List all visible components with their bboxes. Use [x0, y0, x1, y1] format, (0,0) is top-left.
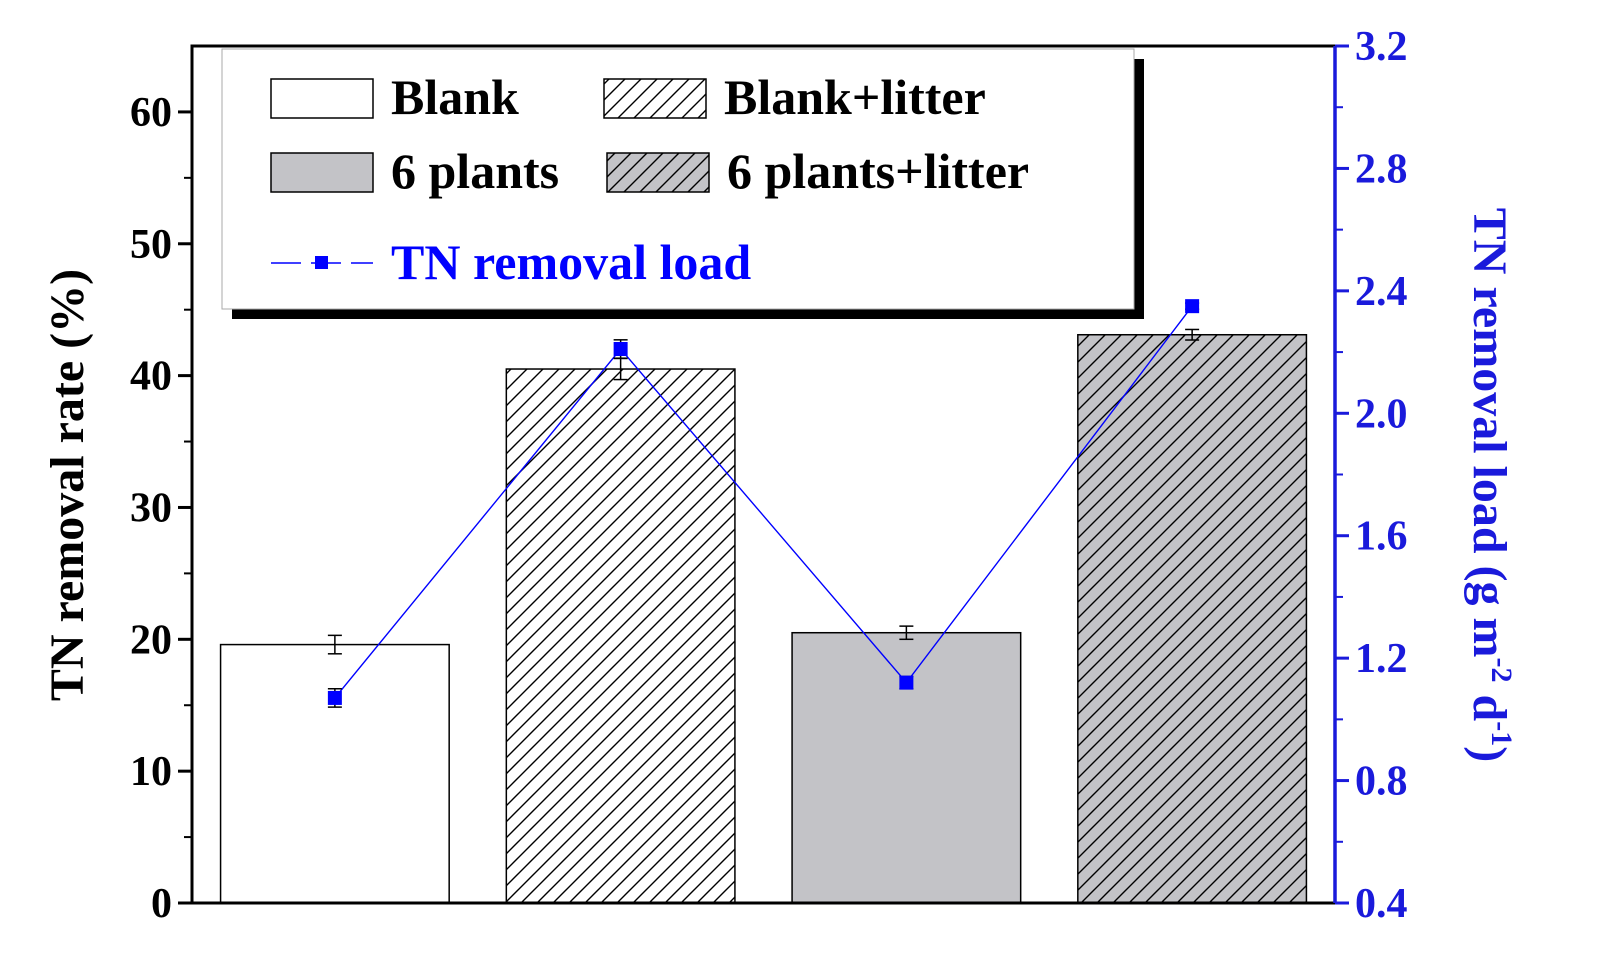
legend-swatch-blank-litter	[603, 78, 707, 119]
left-tick-label-6: 60	[130, 90, 172, 136]
right-tick-label-1: 0.8	[1355, 759, 1408, 805]
left-tick-label-5: 50	[130, 222, 172, 268]
left-tick-label-0: 0	[151, 881, 172, 927]
legend-marker-sample	[315, 256, 328, 269]
bar-error-bars	[327, 328, 1200, 655]
load-point-2	[899, 675, 914, 690]
legend-label-6-plants: 6 plants	[391, 143, 559, 199]
y-right-title-end: )	[1463, 746, 1516, 762]
y-right-title-mid: d	[1463, 683, 1516, 722]
y-right-title-sup2: -1	[1485, 721, 1518, 746]
right-tick-label-2: 1.2	[1355, 636, 1408, 682]
y-right-title-main: TN removal load (g m	[1463, 208, 1516, 658]
legend: Blank Blank+litter 6 plants 6 plants+lit…	[221, 48, 1144, 319]
bar-3	[1077, 333, 1308, 904]
right-tick-label-5: 2.4	[1355, 269, 1408, 315]
legend-label-6-plants-litter: 6 plants+litter	[727, 143, 1029, 199]
legend-swatch-6-plants	[270, 152, 374, 193]
bar-0	[219, 643, 450, 904]
legend-swatch-blank	[270, 78, 374, 119]
load-line-layer	[327, 299, 1200, 708]
load-line	[334, 305, 1193, 699]
right-axis-ticks: 0.4 0.8 1.2 1.6 2.0 2.4 2.8 3.2	[1335, 24, 1408, 927]
bars-layer	[219, 333, 1308, 904]
bar-2	[791, 631, 1022, 904]
legend-label-blank: Blank	[391, 69, 519, 125]
left-tick-label-3: 30	[130, 485, 172, 531]
legend-label-blank-litter: Blank+litter	[724, 69, 986, 125]
left-tick-label-2: 20	[130, 617, 172, 663]
load-point-1	[613, 342, 628, 357]
y-right-axis-title: TN removal load (g m-2 d-1)	[1463, 208, 1518, 762]
right-tick-label-3: 1.6	[1355, 514, 1408, 560]
legend-label-tn-removal-load: TN removal load	[391, 234, 751, 290]
right-tick-label-0: 0.4	[1355, 881, 1408, 927]
legend-swatch-6-plants-litter	[606, 152, 710, 193]
right-tick-label-4: 2.0	[1355, 391, 1408, 437]
left-axis-ticks: 0 10 20 30 40 50 60	[130, 90, 192, 927]
load-point-3	[1185, 299, 1200, 314]
load-point-0	[327, 690, 342, 705]
bar-1	[505, 368, 736, 904]
y-right-title-sup1: -2	[1485, 658, 1518, 683]
right-tick-label-7: 3.2	[1355, 24, 1408, 70]
right-tick-label-6: 2.8	[1355, 146, 1408, 192]
left-tick-label-1: 10	[130, 749, 172, 795]
left-tick-label-4: 40	[130, 354, 172, 400]
y-left-axis-title: TN removal rate (%)	[41, 269, 94, 701]
